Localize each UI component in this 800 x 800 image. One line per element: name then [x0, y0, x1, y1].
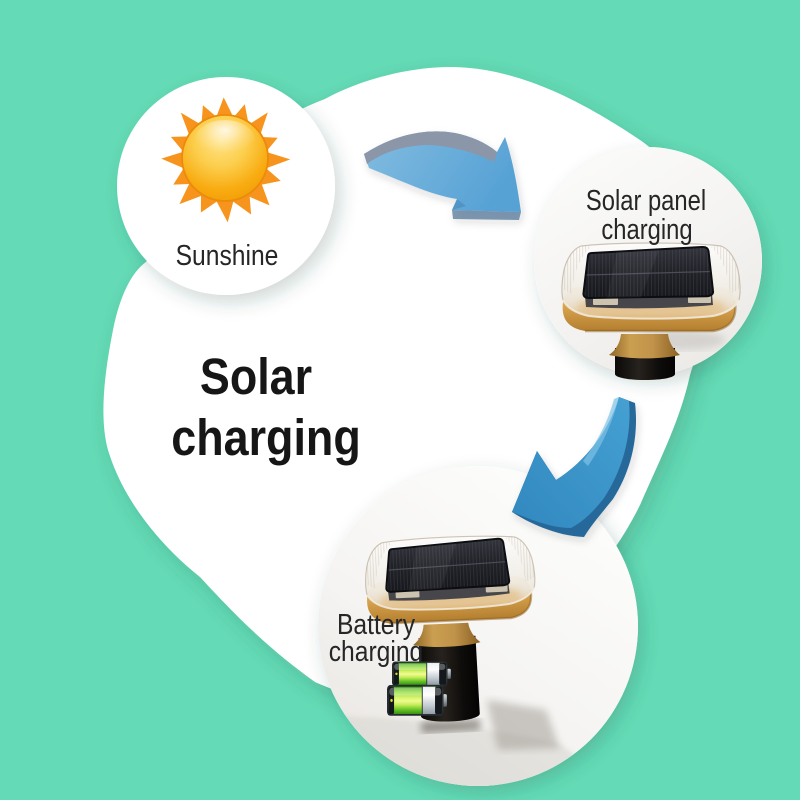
solar-label-line1: Solar panel: [586, 184, 706, 217]
battery-icon: [392, 661, 451, 687]
solar-label: Solar panel charging: [586, 184, 706, 246]
battery-label-line1: Battery: [337, 608, 416, 640]
arrow-panel-to-battery-icon: [512, 397, 637, 537]
arrow-sun-to-panel-icon: [364, 131, 521, 220]
sunshine-label: Sunshine: [176, 239, 279, 271]
step-solar-charging: Solar panel charging: [534, 147, 762, 380]
battery-icon: [387, 685, 447, 716]
step-battery-charging: Battery charging: [318, 466, 638, 786]
headline-line2: charging: [171, 410, 360, 466]
headline: Solar charging: [171, 349, 360, 466]
solar-label-line2: charging: [601, 213, 692, 246]
sun-icon: [161, 97, 291, 223]
battery-icons: [387, 661, 451, 716]
headline-line1: Solar: [200, 349, 312, 405]
solar-device-photo: [561, 243, 741, 380]
step-sunshine: Sunshine: [117, 77, 335, 295]
battery-label: Battery charging: [329, 608, 424, 667]
